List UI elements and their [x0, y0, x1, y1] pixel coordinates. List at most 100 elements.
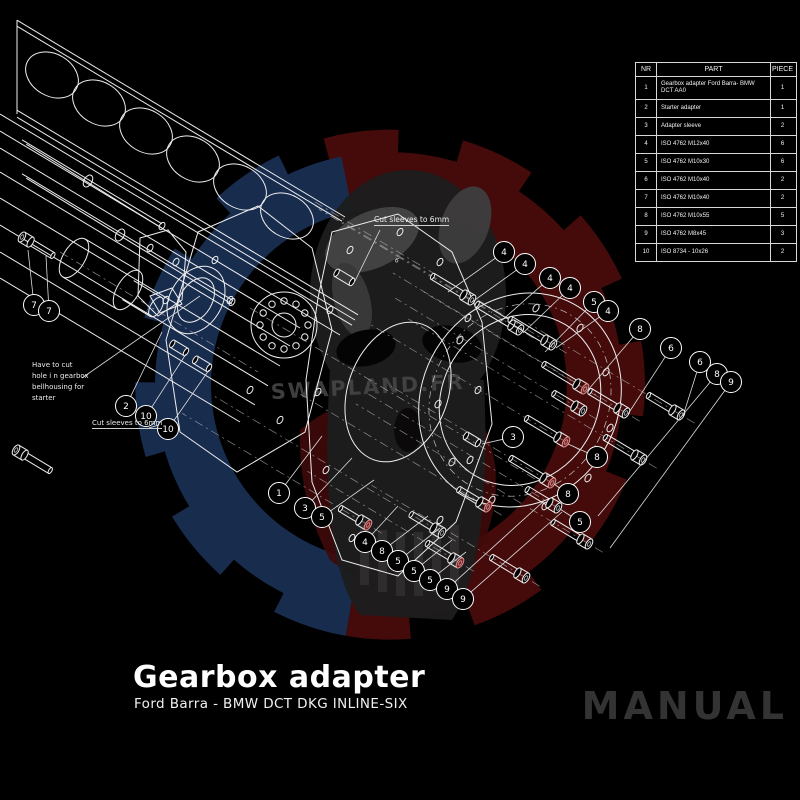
fastener-bolts	[11, 231, 686, 584]
part-nr: 7	[644, 195, 648, 201]
callout-4: 4	[555, 300, 619, 349]
bolt-highlighted	[424, 539, 465, 569]
bolt-highlighted	[541, 360, 590, 395]
callout-circle	[371, 540, 393, 562]
callout-circle	[268, 482, 290, 504]
part-name: ISO 4762 M12x40	[656, 136, 770, 153]
adapter-sleeve	[192, 355, 213, 373]
cut-sleeves-note-top: Cut sleeves to 6mm	[374, 215, 450, 226]
bolt	[550, 518, 594, 550]
part-nr: 4	[644, 141, 648, 147]
part-qty: 1	[770, 77, 794, 99]
manual-label: MANUAL	[581, 684, 788, 728]
adapter-sleeve	[462, 431, 482, 448]
cut-sleeves-note-left: Cut sleeves to 6mm	[92, 419, 163, 429]
callout-8: 8	[567, 443, 608, 468]
part-name: Gearbox adapter Ford Barra- BMW DCT AA0	[656, 77, 770, 99]
starter-note-leader	[81, 295, 201, 379]
callout-circle	[452, 588, 474, 610]
bellhousing-ring-inner	[438, 314, 602, 486]
bolt-highlighted	[523, 414, 571, 448]
callout-circle	[539, 267, 561, 289]
callout-number: 6	[668, 344, 674, 354]
callout-number: 9	[460, 595, 466, 605]
callout-number: 8	[379, 547, 385, 557]
part-nr: 8	[644, 213, 648, 219]
part-name: ISO 4762 M10x40	[656, 190, 770, 207]
part-qty: 2	[770, 190, 794, 207]
part-nr: 3	[644, 123, 648, 129]
part-qty: 5	[770, 208, 794, 225]
callout-number: 7	[46, 307, 52, 317]
part-name: ISO 4762 M8x45	[656, 226, 770, 243]
gear-teeth-blue	[135, 135, 351, 636]
part-qty: 6	[770, 136, 794, 153]
starter-cut-note: Have to cut hole i n gearbox bellhousing…	[32, 361, 89, 402]
callout-number: 9	[728, 378, 734, 388]
callout-4: 4	[522, 277, 581, 334]
part-nr: 9	[644, 231, 648, 237]
callout-number: 5	[577, 518, 583, 528]
callout-4: 4	[447, 241, 515, 293]
callout-number: 4	[547, 274, 553, 284]
leader-lines-static: 6	[59, 229, 546, 486]
callout-number: 3	[510, 433, 516, 443]
callout-circle	[493, 241, 515, 263]
engine-rear-face-drawing	[165, 205, 333, 473]
part-qty: 2	[770, 172, 794, 189]
bolt	[507, 315, 558, 351]
callout-number: 5	[319, 513, 325, 523]
starter-solenoid	[149, 287, 183, 314]
part-name: ISO 4762 M10x30	[656, 154, 770, 171]
callout-number: 10	[162, 425, 174, 435]
callout-circle	[720, 371, 742, 393]
adapter-plate-outline	[305, 213, 493, 577]
part-name: Starter adapter	[656, 100, 770, 117]
dimension-label: 6	[393, 256, 401, 265]
adapter-plate-drawing	[305, 213, 493, 577]
callout-number: 1	[276, 489, 282, 499]
callout-number: 4	[362, 538, 368, 548]
callout-10: 10	[157, 369, 210, 440]
callout-7: 7	[38, 255, 60, 322]
part-nr: 10	[642, 249, 650, 255]
adapter-plate-opening	[344, 321, 452, 463]
callout-number: 5	[395, 557, 401, 567]
adapter-sleeve	[169, 339, 190, 357]
part-name: Adapter sleeve	[656, 118, 770, 135]
bolt	[602, 433, 648, 466]
callout-circle	[689, 351, 711, 373]
callout-number: 7	[31, 301, 37, 311]
callout-circle	[660, 337, 682, 359]
starter-nose	[148, 296, 164, 318]
gear-teeth-red	[323, 129, 645, 640]
bolt	[17, 231, 56, 259]
part-nr: 2	[644, 105, 648, 111]
callout-9: 9	[609, 371, 742, 549]
callout-4: 4	[471, 253, 536, 303]
callout-2: 2	[115, 331, 163, 417]
callout-number: 8	[714, 370, 720, 380]
callout-circle	[557, 483, 579, 505]
callout-5: 5	[419, 551, 467, 591]
callout-1: 1	[268, 435, 323, 504]
bolt	[408, 511, 447, 539]
callout-number: 10	[140, 412, 152, 422]
starter-flange-plate	[137, 229, 187, 317]
callout-circle	[569, 511, 591, 533]
callout-9: 9	[452, 511, 563, 610]
callout-number: 3	[302, 504, 308, 514]
callout-circle	[115, 395, 137, 417]
page-subtitle: Ford Barra - BMW DCT DKG INLINE-SIX	[134, 696, 408, 712]
bolt	[11, 444, 53, 475]
bolt	[645, 391, 686, 421]
